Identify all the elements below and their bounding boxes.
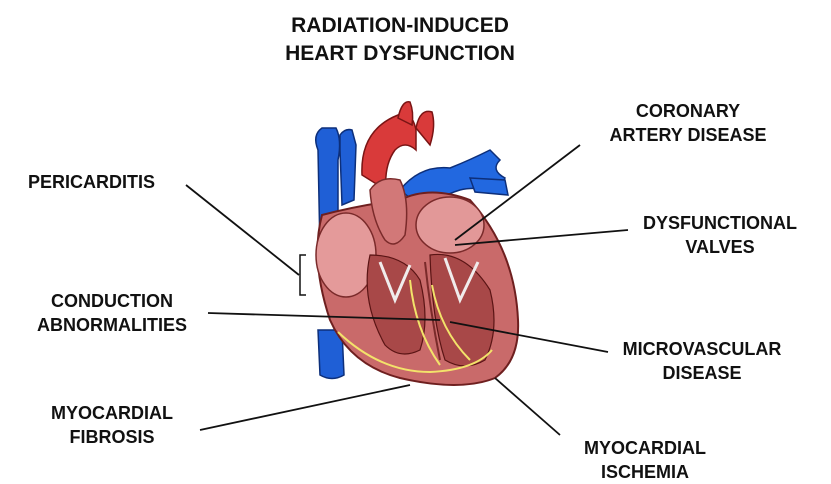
label-myocardial-ischemia: MYOCARDIAL ISCHEMIA [555, 436, 735, 484]
label-coronary-artery-disease: CORONARY ARTERY DISEASE [598, 99, 778, 147]
leader-ischemia [495, 378, 560, 435]
fibrosis-line-2: FIBROSIS [22, 425, 202, 449]
pericardium-bracket [300, 255, 306, 295]
coronary-line-1: CORONARY [598, 99, 778, 123]
microvascular-line-1: MICROVASCULAR [612, 337, 792, 361]
ischemia-line-2: ISCHEMIA [555, 460, 735, 484]
label-myocardial-fibrosis: MYOCARDIAL FIBROSIS [22, 401, 202, 449]
coronary-line-2: ARTERY DISEASE [598, 123, 778, 147]
label-dysfunctional-valves: DYSFUNCTIONAL VALVES [630, 211, 810, 259]
leader-pericarditis [186, 185, 299, 275]
conduction-line-1: CONDUCTION [22, 289, 202, 313]
label-pericarditis: PERICARDITIS [28, 170, 155, 194]
fibrosis-line-1: MYOCARDIAL [22, 401, 202, 425]
label-conduction-abnormalities: CONDUCTION ABNORMALITIES [22, 289, 202, 337]
conduction-line-2: ABNORMALITIES [22, 313, 202, 337]
leader-fibrosis [200, 385, 410, 430]
microvascular-line-2: DISEASE [612, 361, 792, 385]
ischemia-line-1: MYOCARDIAL [555, 436, 735, 460]
pericarditis-text: PERICARDITIS [28, 170, 155, 194]
label-microvascular-disease: MICROVASCULAR DISEASE [612, 337, 792, 385]
valves-line-1: DYSFUNCTIONAL [630, 211, 810, 235]
valves-line-2: VALVES [630, 235, 810, 259]
